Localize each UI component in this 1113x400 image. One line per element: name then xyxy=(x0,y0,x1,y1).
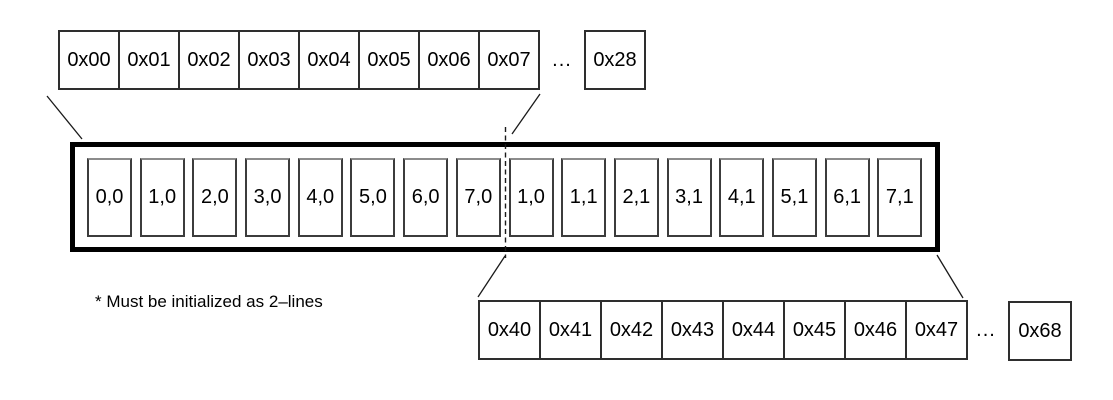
address-cell: 0x07 xyxy=(478,30,540,90)
connector-line-top-right xyxy=(511,93,541,135)
address-cell: 0x43 xyxy=(661,300,724,360)
footnote: * Must be initialized as 2–lines xyxy=(95,292,323,311)
connector-line-top-left xyxy=(46,95,83,140)
cache-cell: 2,0 xyxy=(192,158,238,237)
cache-cell: 6,0 xyxy=(403,158,449,237)
cache-cell: 0,0 xyxy=(87,158,132,237)
address-cell: 0x42 xyxy=(600,300,663,360)
cache-cell: 4,0 xyxy=(297,158,343,237)
cache-cell: 2,1 xyxy=(613,158,659,237)
address-tail-box-top: 0x28 xyxy=(584,30,646,90)
address-cell: 0x41 xyxy=(539,300,602,360)
cache-line-box: 0,0 1,0 2,0 3,0 4,0 5,0 6,0 7,0 1,0 1,1 … xyxy=(70,142,940,252)
ellipsis-bottom: ... xyxy=(976,319,996,341)
address-cell: 0x47 xyxy=(905,300,968,360)
address-cell: 0x00 xyxy=(58,30,120,90)
address-tail-box-bottom: 0x68 xyxy=(1008,301,1072,361)
address-cell: 0x01 xyxy=(118,30,180,90)
cache-cell: 1,1 xyxy=(561,158,607,237)
address-cell: 0x05 xyxy=(358,30,420,90)
address-cell: 0x02 xyxy=(178,30,240,90)
connector-line-bottom-left xyxy=(477,255,506,298)
cache-cell: 6,1 xyxy=(824,158,870,237)
cache-cell: 3,0 xyxy=(245,158,291,237)
address-cell: 0x03 xyxy=(238,30,300,90)
connector-line-bottom-right xyxy=(936,254,964,299)
cache-cell: 5,0 xyxy=(350,158,396,237)
cache-cell: 3,1 xyxy=(666,158,712,237)
address-row-top: 0x00 0x01 0x02 0x03 0x04 0x05 0x06 0x07 xyxy=(58,30,540,90)
address-cell: 0x46 xyxy=(844,300,907,360)
address-cell: 0x06 xyxy=(418,30,480,90)
cache-cell: 7,1 xyxy=(877,158,923,237)
cache-cell: 4,1 xyxy=(719,158,765,237)
ellipsis-top: ... xyxy=(552,49,572,71)
cache-cell: 1,0 xyxy=(508,158,554,237)
address-cell: 0x04 xyxy=(298,30,360,90)
cache-cell: 5,1 xyxy=(771,158,817,237)
address-cell: 0x40 xyxy=(478,300,541,360)
cache-cell: 7,0 xyxy=(455,158,501,237)
address-row-bottom: 0x40 0x41 0x42 0x43 0x44 0x45 0x46 0x47 xyxy=(478,300,968,360)
address-cell: 0x45 xyxy=(783,300,846,360)
address-cell: 0x44 xyxy=(722,300,785,360)
cache-cell: 1,0 xyxy=(139,158,185,237)
